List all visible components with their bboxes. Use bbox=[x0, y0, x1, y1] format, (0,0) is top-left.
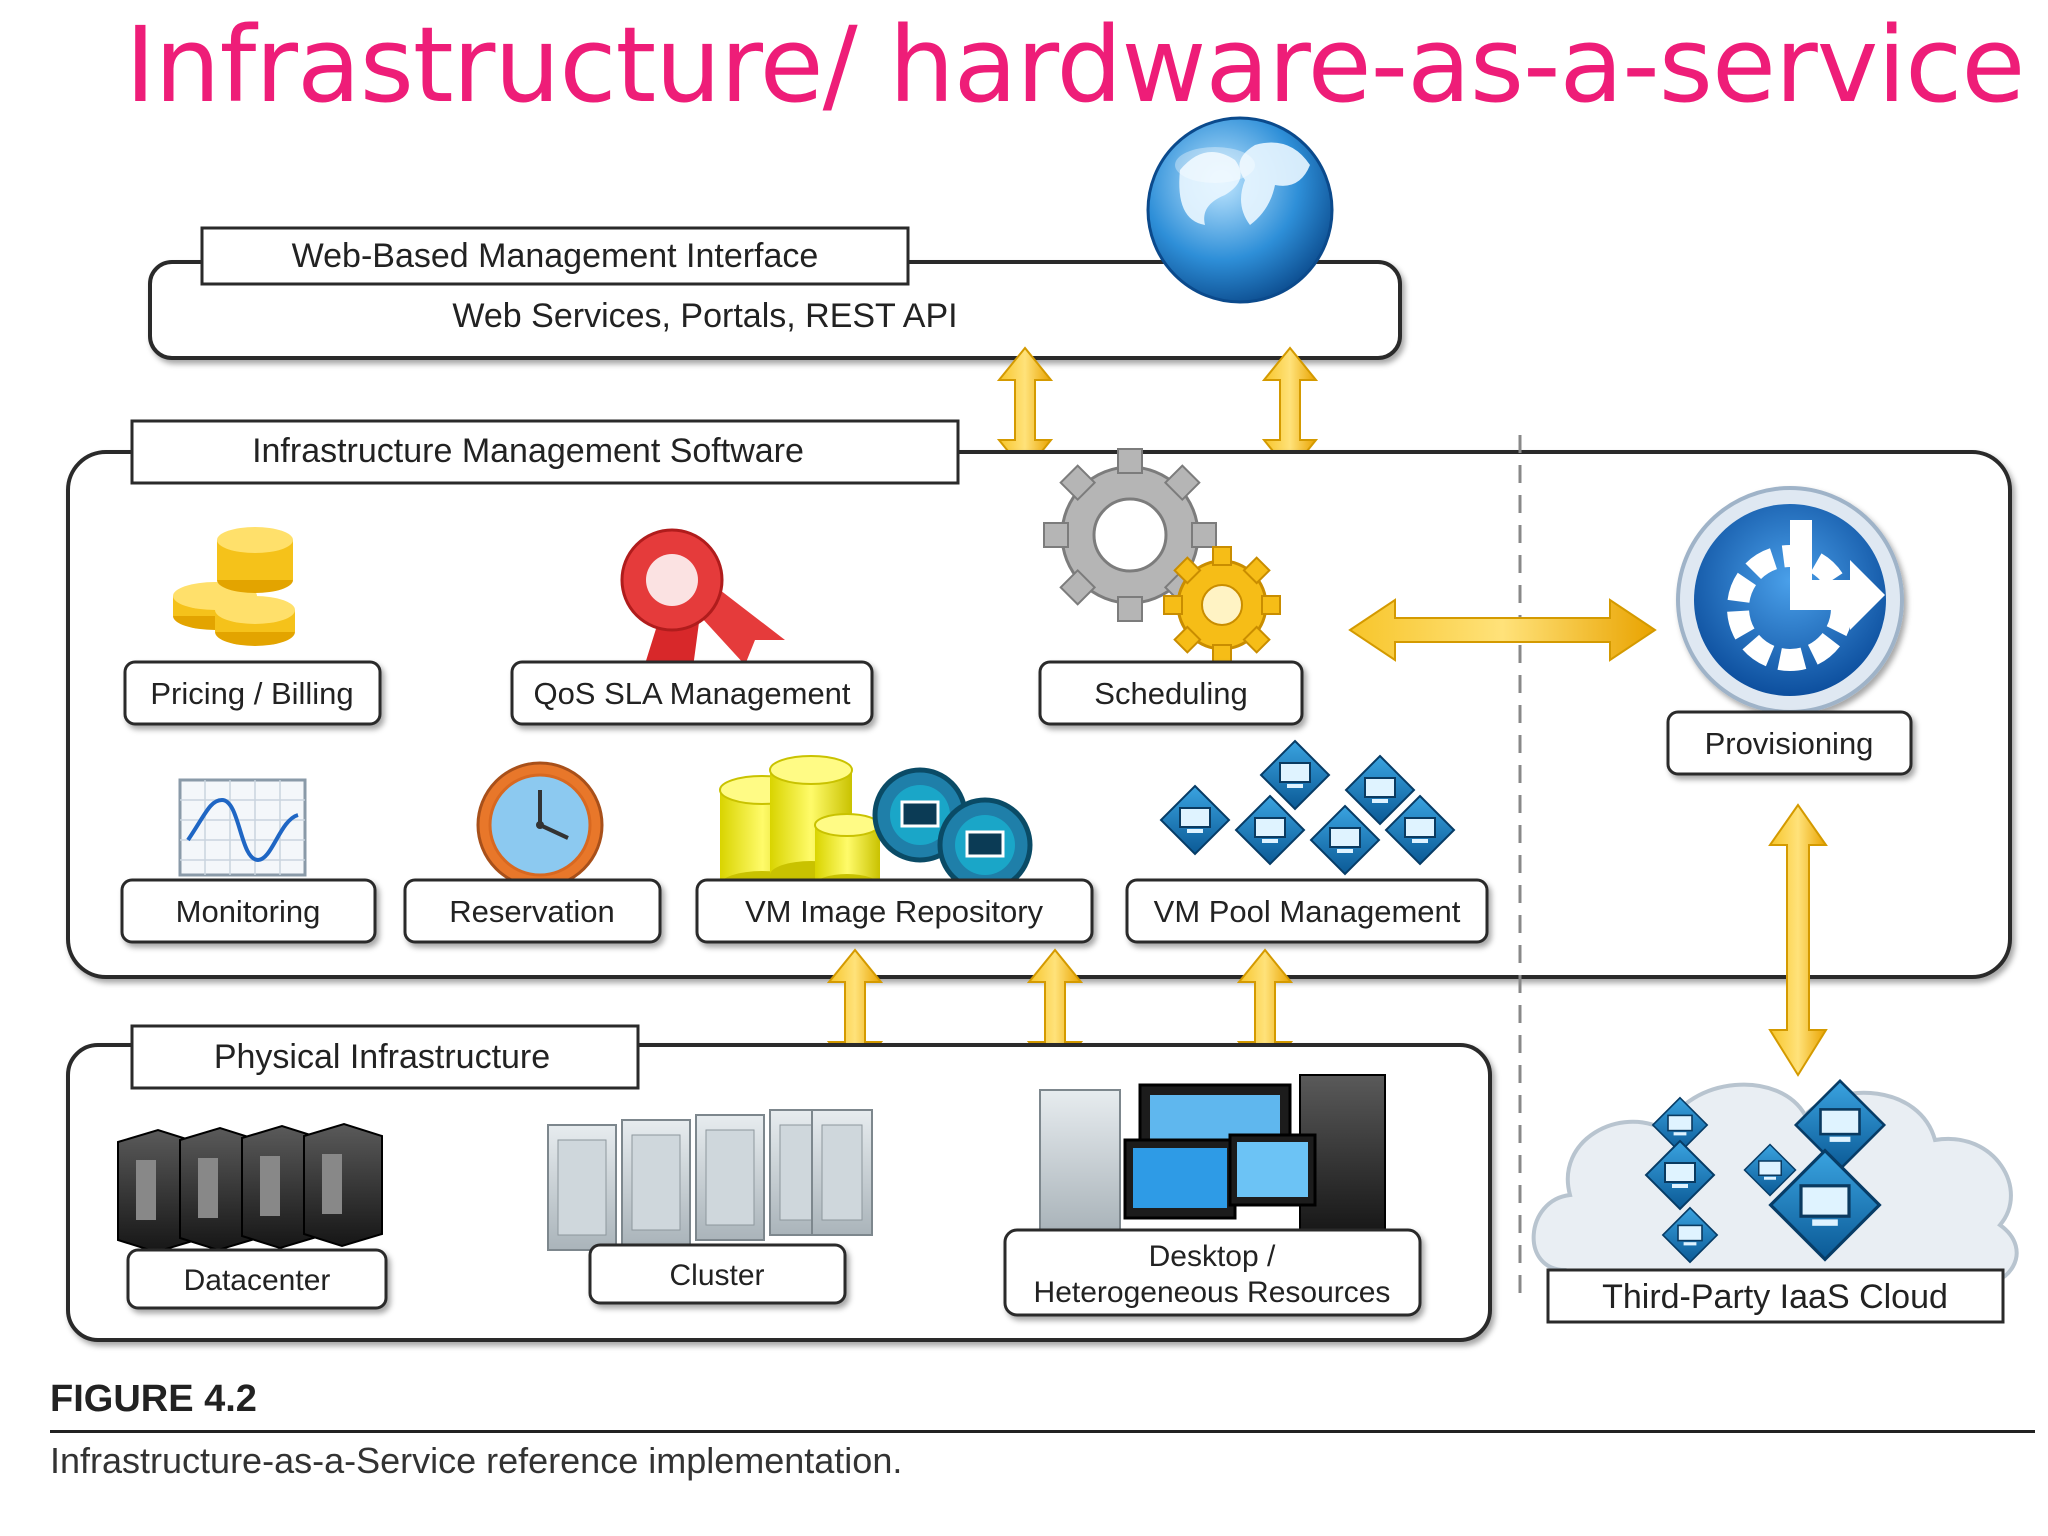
arrow-provisioning-thirdparty bbox=[1768, 803, 1828, 1077]
qos-sla-label: QoS SLA Management bbox=[533, 676, 850, 711]
reservation-box: Reservation bbox=[403, 878, 662, 944]
vm-pool-management-box: VM Pool Management bbox=[1125, 878, 1489, 944]
cluster-label: Cluster bbox=[669, 1259, 764, 1292]
gears-icon bbox=[1043, 448, 1281, 664]
desktop-heterogeneous-box: Desktop / Heterogeneous Resources bbox=[1003, 1228, 1422, 1317]
figure-caption: Infrastructure-as-a-Service reference im… bbox=[50, 1440, 903, 1481]
coins-icon bbox=[173, 527, 295, 646]
provisioning-label: Provisioning bbox=[1705, 726, 1874, 761]
monitoring-box: Monitoring bbox=[120, 878, 377, 944]
ims-layer-tab-label: Infrastructure Management Software bbox=[252, 432, 804, 470]
monitoring-label: Monitoring bbox=[176, 894, 321, 929]
physical-layer-tab-label: Physical Infrastructure bbox=[214, 1038, 550, 1076]
clock-icon bbox=[476, 761, 604, 889]
web-management-layer: Web-Based Management Interface Web Servi… bbox=[148, 226, 1402, 360]
figure-label: FIGURE 4.2 bbox=[50, 1378, 257, 1420]
vm-ring-icons bbox=[872, 767, 1033, 893]
pricing-billing-label: Pricing / Billing bbox=[150, 676, 353, 711]
datacenter-box: Datacenter bbox=[126, 1248, 388, 1310]
desktop-label-line1: Desktop / bbox=[1149, 1240, 1276, 1273]
globe-icon bbox=[1146, 116, 1334, 304]
server-rack-icon bbox=[117, 1122, 383, 1254]
qos-sla-box: QoS SLA Management bbox=[510, 660, 874, 726]
figure-rule bbox=[50, 1430, 2035, 1433]
reservation-label: Reservation bbox=[449, 894, 614, 929]
monitor-chart-icon bbox=[178, 778, 307, 877]
vm-image-repository-box: VM Image Repository bbox=[695, 878, 1094, 944]
provisioning-box: Provisioning bbox=[1666, 710, 1913, 776]
arrow-scheduling-provisioning bbox=[1348, 598, 1657, 662]
desktop-resources-icon bbox=[1039, 1074, 1386, 1236]
third-party-cloud-box: Third-Party IaaS Cloud bbox=[1546, 1268, 2005, 1324]
provisioning-icon bbox=[1676, 486, 1904, 714]
third-party-cloud-label: Third-Party IaaS Cloud bbox=[1602, 1278, 1948, 1316]
cluster-box: Cluster bbox=[588, 1243, 847, 1305]
web-layer-subtitle: Web Services, Portals, REST API bbox=[452, 297, 957, 335]
scheduling-label: Scheduling bbox=[1094, 676, 1247, 711]
pricing-billing-box: Pricing / Billing bbox=[123, 660, 382, 726]
web-layer-tab-label: Web-Based Management Interface bbox=[292, 237, 819, 275]
slide-title: Infrastructure/ hardware-as-a-service bbox=[125, 4, 2025, 126]
cluster-servers-icon bbox=[547, 1109, 873, 1251]
datacenter-label: Datacenter bbox=[184, 1264, 331, 1297]
scheduling-box: Scheduling bbox=[1038, 660, 1304, 726]
vm-pool-management-label: VM Pool Management bbox=[1154, 894, 1461, 929]
desktop-label-line2: Heterogeneous Resources bbox=[1034, 1276, 1391, 1309]
vm-image-repository-label: VM Image Repository bbox=[745, 894, 1044, 929]
